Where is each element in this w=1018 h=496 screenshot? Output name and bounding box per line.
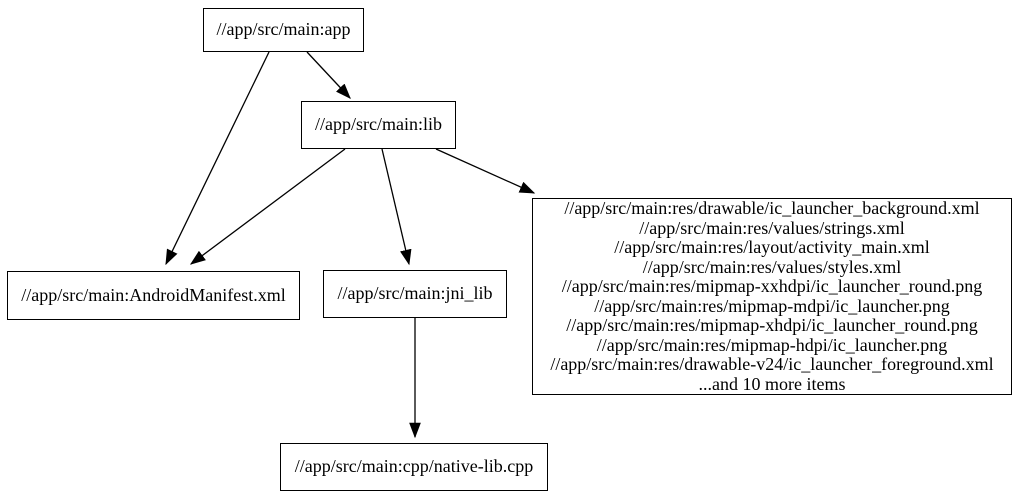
resource-item: //app/src/main:res/values/strings.xml — [639, 217, 905, 238]
resource-more-items: ...and 10 more items — [698, 373, 846, 394]
node-jni-lib: //app/src/main:jni_lib — [323, 270, 507, 318]
node-android-manifest: //app/src/main:AndroidManifest.xml — [7, 271, 300, 320]
node-native-lib-cpp-label: //app/src/main:cpp/native-lib.cpp — [294, 456, 534, 477]
resource-item: //app/src/main:res/mipmap-xxhdpi/ic_laun… — [561, 276, 983, 296]
edge-app-to-manifest — [165, 51, 270, 266]
edge-lib-to-jni-lib — [381, 148, 412, 266]
resource-item: //app/src/main:res/drawable/ic_launcher_… — [564, 198, 980, 218]
resource-item: //app/src/main:res/layout/activity_main.… — [614, 237, 930, 257]
edge-lib-to-res — [435, 148, 536, 194]
node-lib: //app/src/main:lib — [301, 101, 456, 149]
node-android-manifest-label: //app/src/main:AndroidManifest.xml — [21, 284, 286, 305]
node-app: //app/src/main:app — [203, 8, 364, 52]
edge-lib-to-manifest — [189, 148, 346, 265]
resource-item: //app/src/main:res/mipmap-mdpi/ic_launch… — [594, 295, 950, 316]
node-lib-label: //app/src/main:lib — [315, 114, 442, 135]
node-resources: //app/src/main:res/drawable/ic_launcher_… — [532, 198, 1012, 395]
node-native-lib-cpp: //app/src/main:cpp/native-lib.cpp — [280, 443, 548, 491]
node-jni-lib-label: //app/src/main:jni_lib — [337, 283, 493, 304]
resource-item: //app/src/main:res/mipmap-xhdpi/ic_launc… — [566, 315, 978, 335]
node-app-label: //app/src/main:app — [216, 19, 351, 40]
resource-item: //app/src/main:res/drawable-v24/ic_launc… — [550, 354, 994, 374]
resource-item: //app/src/main:res/mipmap-hdpi/ic_launch… — [596, 334, 948, 355]
resource-item: //app/src/main:res/values/styles.xml — [642, 256, 902, 277]
edge-app-to-lib — [306, 51, 351, 99]
